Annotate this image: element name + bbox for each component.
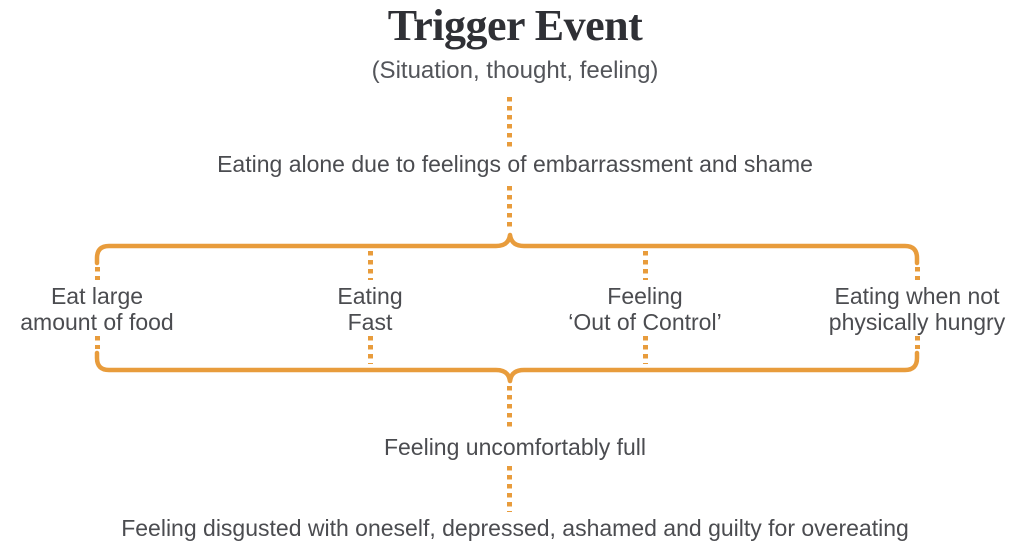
dotted-connector bbox=[915, 267, 920, 280]
dotted-connector bbox=[95, 267, 100, 280]
top-brace-path bbox=[94, 232, 920, 266]
behavior-item-not-hungry: Eating when not physically hungry bbox=[828, 283, 1006, 335]
dotted-connector bbox=[368, 336, 373, 364]
dotted-connector bbox=[915, 336, 920, 349]
dotted-connector bbox=[643, 336, 648, 364]
page-subtitle: (Situation, thought, feeling) bbox=[371, 57, 659, 84]
behavior-item-eating-fast: Eating Fast bbox=[337, 283, 403, 335]
dotted-connector bbox=[507, 466, 512, 512]
dotted-connector bbox=[643, 251, 648, 280]
dotted-connector bbox=[507, 186, 512, 230]
dotted-connector bbox=[507, 386, 512, 430]
aftermath-emotional-text: Feeling disgusted with oneself, depresse… bbox=[121, 515, 909, 541]
dotted-connector bbox=[507, 97, 512, 151]
bottom-brace-path bbox=[94, 350, 920, 384]
dotted-connector bbox=[368, 251, 373, 280]
behavior-item-out-of-control: Feeling ‘Out of Control’ bbox=[568, 283, 722, 335]
page-title: Trigger Event bbox=[387, 1, 643, 50]
aftermath-immediate-text: Feeling uncomfortably full bbox=[383, 434, 647, 460]
trigger-example-text: Eating alone due to feelings of embarras… bbox=[217, 151, 813, 177]
behavior-item-eat-large-amount: Eat large amount of food bbox=[20, 283, 174, 335]
dotted-connector bbox=[95, 336, 100, 349]
